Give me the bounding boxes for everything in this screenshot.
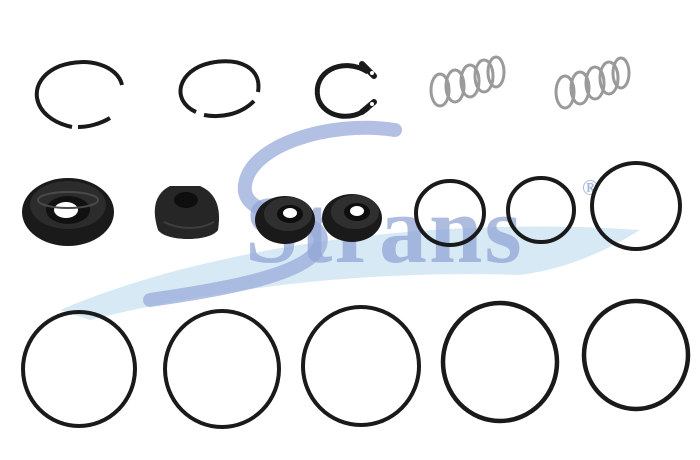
watermark-swoosh [60, 226, 640, 320]
o-ring-large-5 [581, 298, 691, 412]
o-ring-small-1 [414, 179, 486, 247]
o-ring-large-1 [21, 310, 137, 428]
o-ring-small-3 [590, 161, 682, 251]
spring-2 [554, 56, 631, 110]
o-ring-large-2 [163, 309, 281, 429]
rubber-boot [154, 186, 220, 239]
lip-seal [22, 178, 114, 246]
snap-ring-1 [34, 60, 124, 129]
shaft-seal-1 [255, 196, 315, 244]
spring-1 [429, 55, 506, 108]
shaft-seal-2 [322, 194, 382, 242]
snap-ring-2 [178, 59, 261, 119]
circlip [314, 61, 377, 119]
o-ring-large-3 [301, 305, 421, 427]
o-ring-large-4 [440, 300, 560, 424]
o-ring-small-2 [506, 176, 576, 244]
